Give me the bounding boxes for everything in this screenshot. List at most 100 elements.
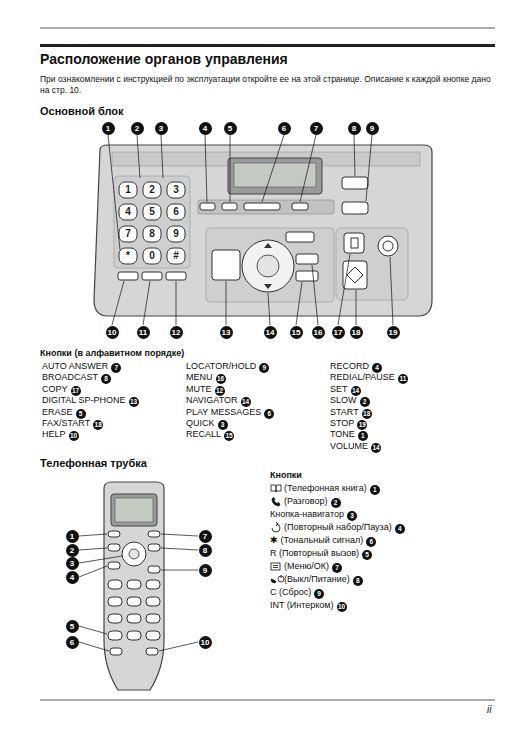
button-name: (Разговор): [284, 496, 328, 506]
keypad-digit: #: [167, 250, 185, 262]
button-name: NAVIGATOR: [186, 395, 238, 405]
callout-number: 8: [199, 544, 212, 557]
button-list-row: START18: [330, 407, 372, 419]
button-list-row: NAVIGATOR14: [186, 395, 251, 407]
button-list-row: ERASE5: [42, 407, 86, 419]
button-list-row: AUTO ANSWER7: [42, 361, 121, 373]
button-list-row: MENU16: [186, 372, 226, 384]
callout-number: 7: [199, 530, 212, 543]
callout-number: 10: [106, 326, 119, 339]
button-list-row: RECALL15: [186, 429, 234, 441]
button-list-row: MUTE12: [186, 384, 225, 396]
button-name: R (Повторный вызов): [270, 548, 359, 558]
callout-number: 1: [66, 530, 79, 543]
handset-list-row: (Телефонная книга)1: [284, 483, 380, 495]
callout-number: 13: [129, 397, 139, 407]
callout-number: 18: [362, 409, 372, 419]
callout-number: 9: [199, 564, 212, 577]
button-name: (Выкл/Питание): [284, 574, 350, 584]
callout-number: 10: [199, 636, 212, 649]
button-name: REDIAL/PAUSE: [330, 372, 395, 382]
button-name: COPY: [42, 384, 68, 394]
callout-number: 3: [218, 420, 228, 430]
button-list-row: DIGITAL SP-PHONE13: [42, 395, 139, 407]
button-list-row: REDIAL/PAUSE11: [330, 372, 408, 384]
callout-number: 5: [76, 409, 86, 419]
keypad-digit: 9: [167, 228, 185, 240]
callout-number: 3: [347, 511, 357, 521]
keypad-digit: 2: [143, 184, 161, 196]
button-list-row: BROADCAST8: [42, 372, 111, 384]
callout-number: 6: [366, 537, 376, 547]
button-list-row: STOP19: [330, 418, 367, 430]
callout-number: 12: [170, 326, 183, 339]
callout-number: 4: [199, 122, 212, 135]
callout-number: 8: [348, 122, 361, 135]
button-list-row: SET14: [330, 384, 361, 396]
callout-number: 4: [395, 524, 405, 534]
callout-number: 13: [220, 326, 233, 339]
callout-number: 7: [111, 363, 121, 373]
section-heading: Телефонная трубка: [40, 456, 147, 470]
callout-number: 19: [357, 420, 367, 430]
callout-number: 1: [370, 485, 380, 495]
button-name: SET: [330, 384, 348, 394]
button-list-row: QUICK3: [186, 418, 228, 430]
callout-number: 17: [332, 326, 345, 339]
callout-number: 6: [264, 409, 274, 419]
keypad-digit: 7: [119, 228, 137, 240]
callout-number: 18: [93, 420, 103, 430]
button-name: RECALL: [186, 429, 221, 439]
callout-number: 8: [353, 576, 363, 586]
keypad-digit: 4: [119, 206, 137, 218]
button-name: RECORD: [330, 361, 369, 371]
callout-number: 14: [351, 386, 361, 396]
button-name: TONE: [330, 429, 355, 439]
keypad-digit: 5: [143, 206, 161, 218]
button-name: AUTO ANSWER: [42, 361, 108, 371]
section-heading: Основной блок: [40, 104, 124, 118]
callout-number: 1: [102, 122, 115, 135]
callout-number: 15: [224, 431, 234, 441]
button-name: FAX/START: [42, 418, 90, 428]
button-name: ✱ (Тональный сигнал): [270, 535, 363, 545]
button-list-row: RECORD4: [330, 361, 382, 373]
button-list-row: COPY17: [42, 384, 81, 396]
callout-number: 2: [66, 544, 79, 557]
callout-number: 3: [66, 557, 79, 570]
keypad-digit: *: [119, 250, 137, 262]
callout-number: 5: [224, 122, 237, 135]
handset-list-row: R (Повторный вызов)5: [270, 548, 372, 560]
callout-number: 9: [314, 589, 324, 599]
callout-number: 16: [312, 326, 325, 339]
button-name: C (Сброс): [270, 587, 311, 597]
button-name: LOCATOR/HOLD: [186, 361, 256, 371]
callout-number: 3: [155, 122, 168, 135]
callout-number: 6: [66, 636, 79, 649]
button-list-row: SLOW2: [330, 395, 370, 407]
callout-number: 2: [331, 498, 341, 508]
callout-number: 19: [387, 326, 400, 339]
button-list-row: LOCATOR/HOLD9: [186, 361, 269, 373]
callout-number: 18: [350, 326, 363, 339]
keypad-digit: 8: [143, 228, 161, 240]
callout-number: 5: [66, 620, 79, 633]
list-heading: Кнопки: [270, 470, 302, 481]
callout-number: 9: [366, 122, 379, 135]
callout-number: 11: [137, 326, 150, 339]
button-list-row: TONE1: [330, 429, 368, 441]
callout-number: 4: [372, 363, 382, 373]
button-name: MUTE: [186, 384, 212, 394]
button-name: DIGITAL SP-PHONE: [42, 395, 126, 405]
callout-number: 2: [131, 122, 144, 135]
keypad-digit: 0: [143, 250, 161, 262]
button-list-row: HELP10: [42, 429, 79, 441]
handset-list-row: C (Сброс)9: [270, 587, 324, 599]
button-name: (Телефонная книга): [284, 483, 367, 493]
button-name: SLOW: [330, 395, 357, 405]
keypad-digit: 1: [119, 184, 137, 196]
button-name: BROADCAST: [42, 372, 98, 382]
handset-list-row: (Меню/ОК)7: [284, 561, 342, 573]
callout-number: 5: [362, 550, 372, 560]
